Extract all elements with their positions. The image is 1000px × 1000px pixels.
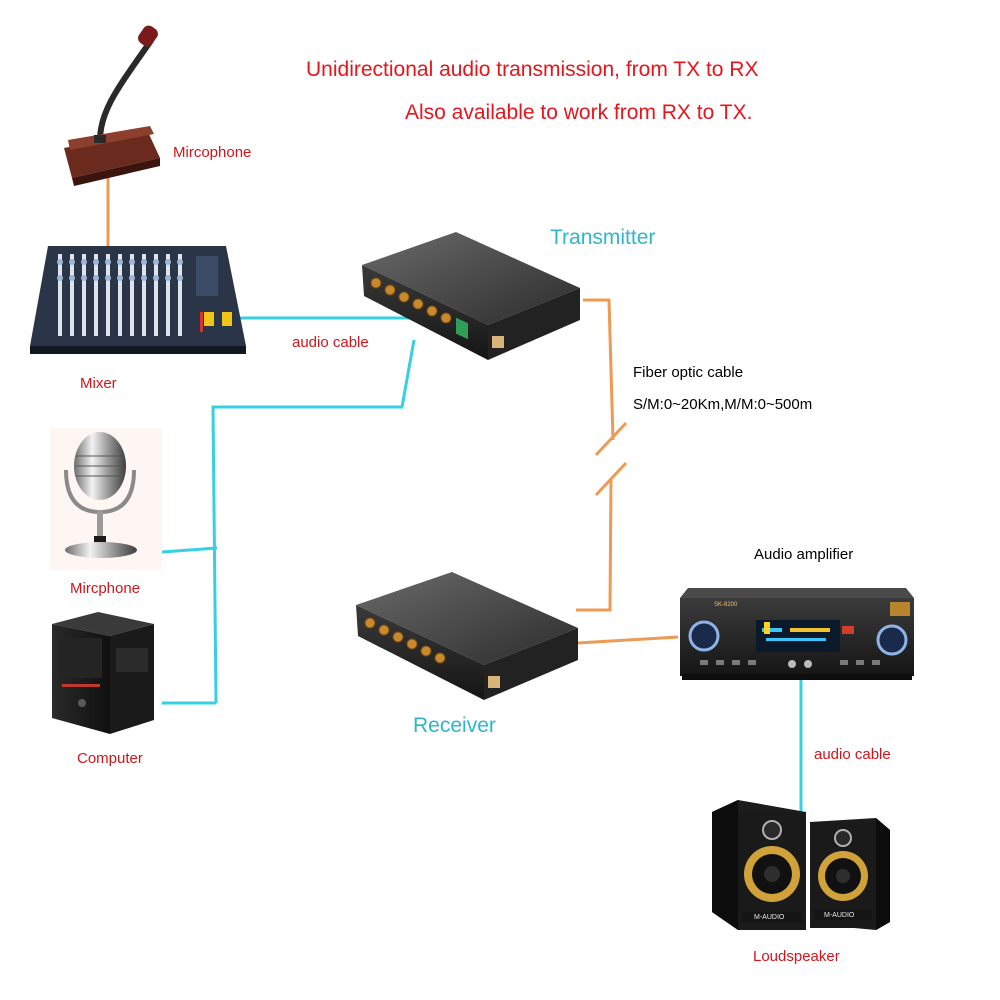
heading-direction: Unidirectional audio transmission, from … [306, 58, 759, 81]
studio-microphone-icon [50, 428, 162, 570]
studio-mic-branch-cable [161, 546, 218, 554]
audio-cable-label-bottom: audio cable [814, 746, 891, 763]
transmitter-rca-ports [370, 277, 452, 324]
audio-mixer-icon [30, 246, 246, 354]
loudspeakers-icon [712, 800, 890, 930]
receiver-label: Receiver [413, 714, 496, 737]
audio-cable-lines [161, 316, 803, 820]
speaker-brand-left: M-AUDIO [754, 914, 785, 921]
fiber-cable-title: Fiber optic cable [633, 364, 744, 381]
amplifier-model-text: SK-8200 [714, 602, 738, 608]
audio-amplifier-icon [680, 588, 914, 680]
computer-label: Computer [77, 750, 143, 767]
studio-mic-label: Mircphone [70, 580, 141, 597]
fiber-cable-lower [576, 477, 613, 612]
fiber-cable-upper [583, 298, 615, 441]
heading-reverse-note: Also available to work from RX to TX. [405, 101, 753, 124]
amplifier-label: Audio amplifier [754, 546, 854, 563]
mixer-channel-strips [58, 254, 182, 336]
audio-cable-label-top: audio cable [292, 334, 369, 351]
mixer-label: Mixer [80, 375, 117, 392]
receiver-device-icon [356, 572, 578, 700]
transmitter-to-sources-cable [211, 339, 416, 704]
receiver-rca-ports [364, 617, 446, 664]
transmitter-device-icon [362, 232, 580, 360]
speaker-brand-right: M-AUDIO [824, 912, 855, 919]
fiber-break-mark-upper [594, 421, 628, 457]
fiber-cable-spec: S/M:0~20Km,M/M:0~500m [633, 396, 813, 413]
gooseneck-microphone-icon [64, 25, 160, 186]
gooseneck-mic-label: Mircophone [173, 144, 252, 161]
computer-tower-icon [52, 612, 154, 734]
fiber-and-analog-orange-lines [106, 178, 679, 645]
mixer-knobs [57, 259, 183, 281]
receiver-to-amplifier-cable [577, 635, 679, 645]
transmitter-label: Transmitter [550, 226, 656, 249]
loudspeaker-label: Loudspeaker [753, 948, 840, 965]
